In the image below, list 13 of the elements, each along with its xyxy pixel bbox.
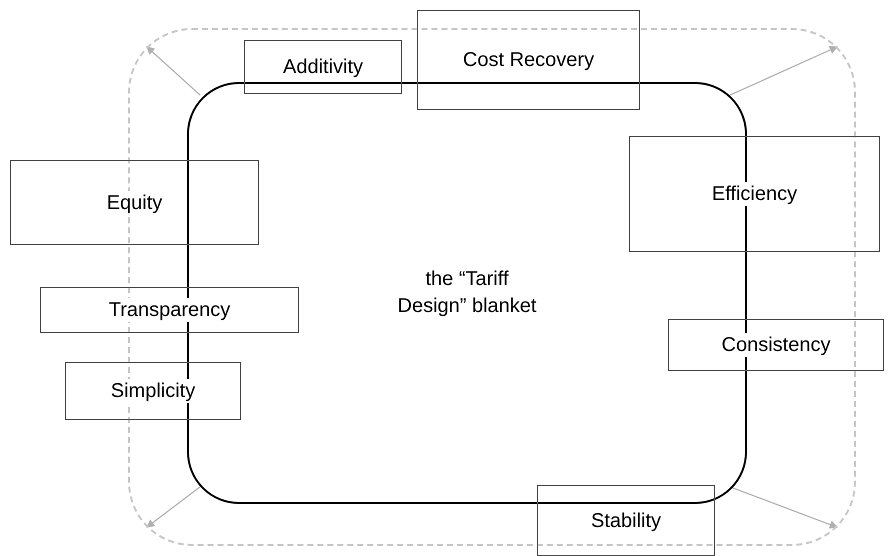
arrow (146, 46, 201, 96)
arrow (730, 486, 838, 529)
principle-box (537, 485, 715, 556)
principle-box (668, 319, 884, 371)
principle-box (10, 160, 259, 245)
principle-box (65, 362, 241, 420)
blanket-label: the “Tariff Design” blanket (396, 267, 538, 319)
principle-box (629, 136, 880, 252)
principle-box (244, 40, 402, 94)
arrow (146, 486, 201, 528)
principle-box (417, 10, 640, 110)
principle-box (40, 287, 299, 333)
arrow (730, 46, 838, 96)
